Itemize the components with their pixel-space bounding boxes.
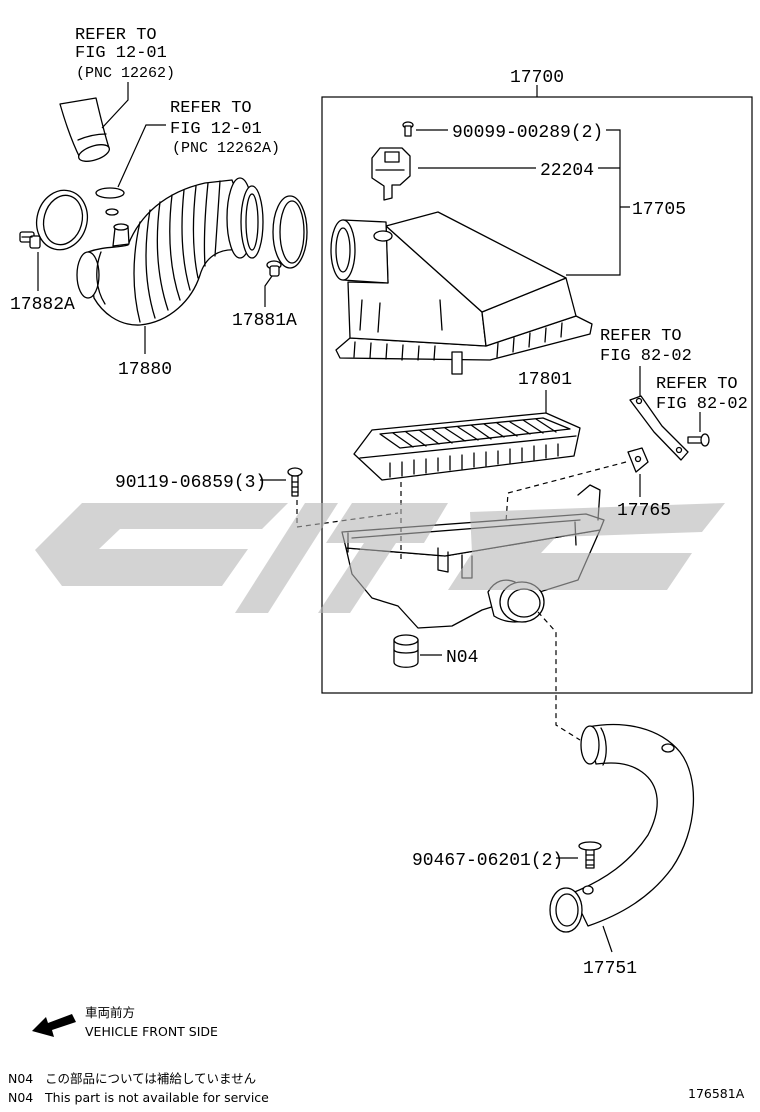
bracket-bolt-reference [687, 433, 710, 447]
hose-ref-line2: FIG 12-01 [75, 44, 167, 63]
clip-ref-leader [117, 124, 166, 188]
filter-element-17801 [353, 412, 581, 481]
watermark-logo [35, 503, 725, 613]
grommet-n04 [393, 634, 419, 668]
element-label: 17801 [518, 370, 572, 390]
assembly-label: 17700 [510, 68, 564, 88]
arrow-left-down-icon [32, 1014, 76, 1037]
note-code-1: N04 [8, 1071, 33, 1086]
bolt-ref-line1: REFER TO [656, 375, 738, 394]
vehicle-front-label-en: VEHICLE FRONT SIDE [85, 1024, 218, 1039]
bracket-ref-line1: REFER TO [600, 327, 682, 346]
bracket-reference [629, 395, 689, 461]
screw-90099 [402, 121, 414, 137]
hose-bolt-90467 [578, 841, 602, 869]
screw-label: 90099-00289(2) [452, 123, 603, 143]
bracket-dashed-guide [505, 461, 627, 523]
bracket-label: 17765 [617, 501, 671, 521]
clamp-right-label: 17881A [232, 311, 297, 331]
clip-reference [95, 187, 125, 216]
bracket-ref-line2: FIG 82-02 [600, 347, 692, 366]
intake-hose-reference [59, 97, 111, 162]
hose-ref-line1: REFER TO [75, 26, 157, 45]
cap-label: 17705 [632, 200, 686, 220]
hose-outlet-label: 17751 [583, 959, 637, 979]
hose-outlet-leader [602, 925, 613, 953]
bolt-ref-line2: FIG 82-02 [656, 395, 748, 414]
clamp-left-label: 17882A [10, 295, 75, 315]
outlet-dashed-guide [537, 611, 581, 741]
vehicle-front-label-jp: 車両前方 [85, 1005, 135, 1020]
hose-bolt-label: 90467-06201(2) [412, 851, 563, 871]
hose-ref-line3: (PNC 12262) [76, 65, 175, 82]
bracket-17765 [627, 447, 649, 473]
air-flow-sensor-22204 [371, 147, 411, 201]
clip-ref-line1: REFER TO [170, 99, 252, 118]
inlet-hose-17880 [76, 177, 264, 326]
note-text-1: この部品については補給していません [45, 1071, 256, 1086]
hose-inlet-label: 17880 [118, 360, 172, 380]
clip-ref-line2: FIG 12-01 [170, 120, 262, 139]
cap-bracket [566, 129, 630, 276]
figure-id: 176581A [688, 1086, 745, 1101]
clamp-right-leader [264, 275, 273, 307]
bolt-90119 [287, 467, 303, 497]
hose-ref-leader [101, 82, 129, 129]
outlet-hose-17751 [549, 723, 695, 933]
air-cleaner-cap-17705 [330, 211, 593, 375]
clip-ref-line3: (PNC 12262A) [172, 140, 280, 157]
note-code-2: N04 [8, 1090, 33, 1105]
grommet-label: N04 [446, 648, 478, 668]
note-text-2: This part is not available for service [44, 1090, 269, 1105]
hose-clamp-17882a [19, 189, 89, 251]
hose-clamp-17881a [266, 195, 308, 277]
sensor-label: 22204 [540, 161, 594, 181]
bolt-label: 90119-06859(3) [115, 473, 266, 493]
